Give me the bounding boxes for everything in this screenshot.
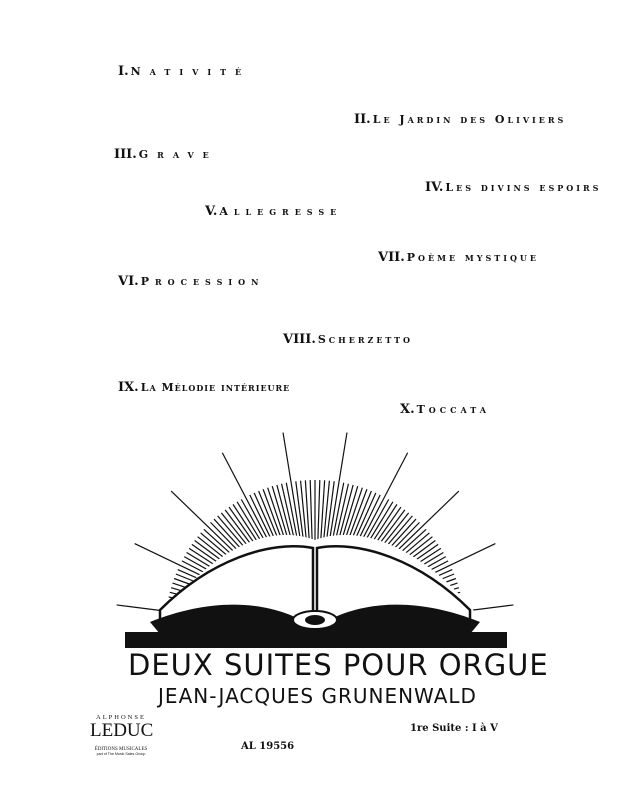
sun-ray xyxy=(304,480,311,546)
black-bar xyxy=(125,632,507,648)
suite-note: 1re Suite : I à V xyxy=(410,723,498,734)
movement-9: IX.La Mélodie intérieure xyxy=(118,380,291,395)
movement-5: V.Allegresse xyxy=(205,204,343,219)
sun-ray xyxy=(327,432,348,547)
publisher-logo: ALPHONSE LEDUC ÉDITIONS MUSICALES part o… xyxy=(90,714,154,756)
movement-1: I.Nativité xyxy=(118,64,251,79)
catalog-number: AL 19556 xyxy=(241,741,295,752)
sun-ray xyxy=(319,480,326,546)
movement-4: IV.Les divins espoirs xyxy=(425,180,602,195)
movement-2: II.Le Jardin des Oliviers xyxy=(354,112,567,127)
sun-ray xyxy=(299,480,308,546)
sun-ray xyxy=(325,481,335,546)
work-title: DEUX SUITES POUR ORGUE xyxy=(128,648,549,682)
sun-book-emblem xyxy=(116,432,514,648)
movement-8: VIII.Scherzetto xyxy=(283,332,414,347)
sun-ray xyxy=(309,480,313,546)
movement-7: VII.Poème mystique xyxy=(378,250,539,265)
sun-ray xyxy=(282,432,303,547)
sun-ray xyxy=(317,480,321,546)
movement-3: III.Grave xyxy=(114,147,218,162)
movement-6: VI.Procession xyxy=(118,274,265,289)
composer: JEAN-JACQUES GRUNENWALD xyxy=(158,684,477,708)
movement-10: X.Toccata xyxy=(400,402,491,417)
sun-ray xyxy=(295,481,305,546)
sun-ray xyxy=(322,480,331,546)
